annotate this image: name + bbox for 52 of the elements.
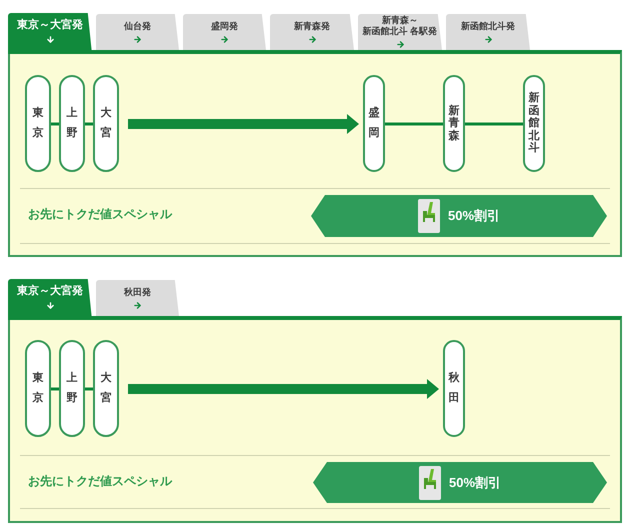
station-name: 上野 (66, 106, 78, 140)
connector-line (51, 388, 59, 390)
station-pill (443, 75, 465, 172)
station-pill (59, 75, 85, 172)
discount-banner (311, 195, 607, 237)
route-tab (270, 14, 354, 50)
station-pill (523, 75, 545, 172)
connector-line (385, 122, 443, 126)
station-name: 上野 (66, 370, 78, 406)
station-name: 新青森 (448, 104, 460, 142)
arrow (128, 379, 439, 399)
tab-label: 新青森発 (293, 20, 331, 32)
route-tab (96, 280, 179, 316)
discount-text: 50%割引 (448, 207, 500, 226)
tab-label: 東京～大宮発 (16, 285, 84, 298)
route-tab (183, 14, 266, 50)
offer-name: お先にトクだ値スペシャル (28, 473, 172, 489)
station-pill (25, 75, 51, 172)
connector-line (465, 122, 523, 126)
station-pill (59, 340, 85, 437)
station-pill (93, 340, 119, 437)
station-name: 東京 (32, 106, 44, 140)
connector-line (85, 388, 93, 390)
discount-text: 50%割引 (448, 474, 502, 492)
station-pill (443, 340, 465, 437)
station-name: 秋田 (448, 370, 460, 406)
route-tab (8, 279, 92, 320)
station-name: 大宮 (100, 370, 112, 406)
route-panel (8, 316, 622, 523)
connector-line (85, 122, 93, 126)
station-name: 盛岡 (368, 106, 380, 140)
route-tab (446, 14, 530, 50)
route-tab (96, 14, 179, 50)
tab-label: 東京～大宮発 (16, 19, 84, 32)
arrow (128, 114, 359, 134)
tab-label: 新函館北斗発 (460, 20, 516, 32)
station-name: 新函館北斗 (528, 92, 540, 156)
tab-label: 新青森～新函館北斗 各駅発 (362, 15, 438, 37)
tab-label: 盛岡発 (210, 20, 239, 32)
station-pill (363, 75, 385, 172)
station-pill (93, 75, 119, 172)
station-name: 大宮 (100, 106, 112, 140)
tab-label: 秋田発 (122, 286, 152, 298)
route-panel (8, 50, 622, 257)
discount-banner (313, 462, 607, 503)
tab-label: 仙台発 (122, 20, 152, 32)
station-name: 東京 (32, 370, 44, 406)
connector-line (51, 122, 59, 126)
route-tab (358, 14, 442, 50)
station-pill (25, 340, 51, 437)
offer-name: お先にトクだ値スペシャル (28, 206, 172, 222)
route-tab (8, 13, 92, 54)
